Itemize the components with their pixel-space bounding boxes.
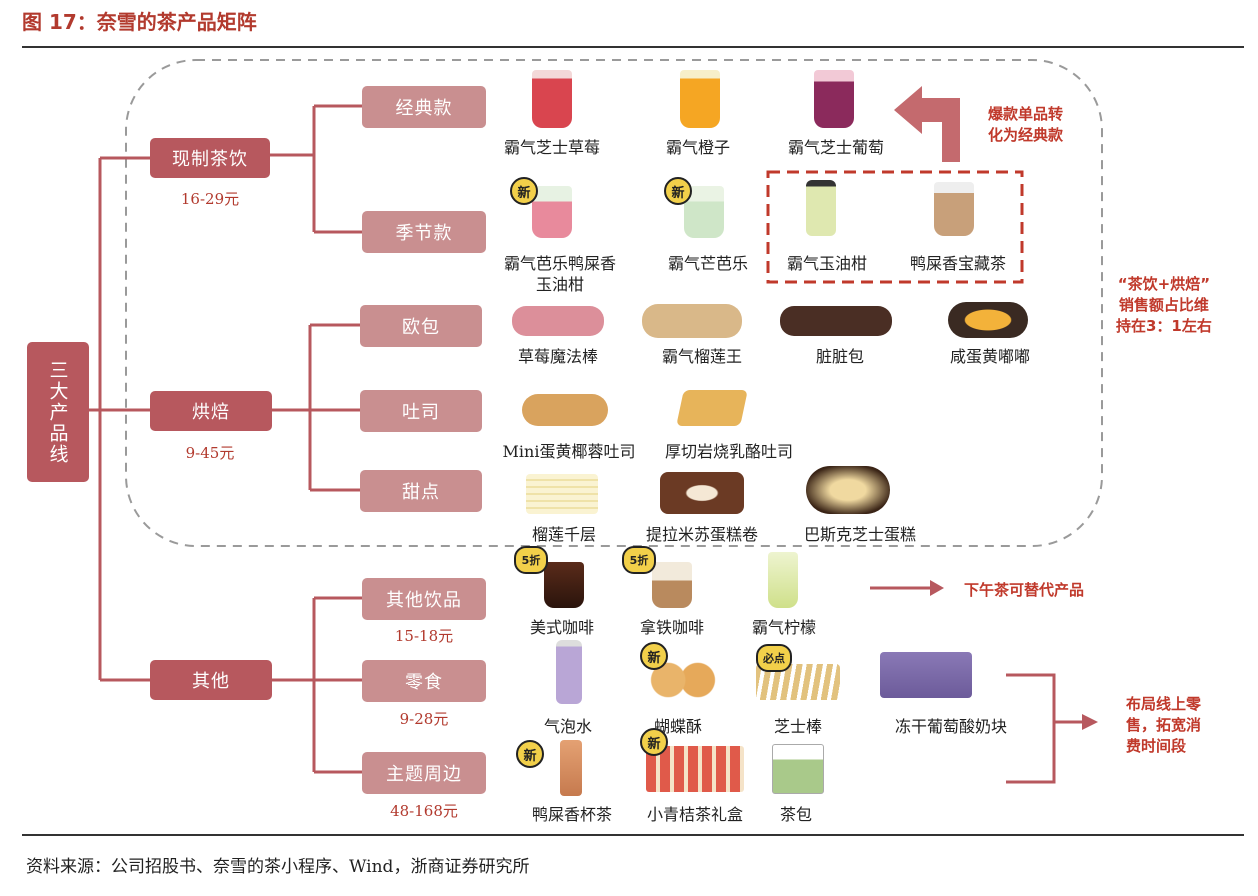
product-name: 榴莲千层 — [531, 525, 596, 544]
price-tea: 16-29元 — [180, 190, 240, 208]
product-image-tea-bag — [772, 744, 824, 794]
product-image-orange-tea — [680, 70, 720, 128]
product-name: 芝士棒 — [773, 717, 822, 736]
price-bakery: 9-45元 — [185, 444, 235, 462]
product-image-strawberry-tea — [532, 70, 572, 128]
product-name: 提拉米苏蛋糕卷 — [645, 525, 758, 544]
new-badge: 新 — [640, 642, 668, 670]
price-merch: 48-168元 — [390, 802, 458, 820]
bottom-divider — [22, 834, 1244, 836]
new-badge: 新 — [640, 728, 668, 756]
product-image-salted-egg-bun — [948, 302, 1028, 338]
line-tea: 现制茶饮 — [150, 138, 270, 178]
hit-products-dashed-box — [766, 170, 1024, 284]
product-name: 草莓魔法棒 — [517, 347, 598, 366]
product-image-cup-tea — [560, 740, 582, 796]
product-name: 霸气芭乐鸭屎香 玉油柑 — [503, 254, 616, 294]
hit-to-classic-arrow — [894, 86, 960, 162]
new-badge: 新 — [510, 177, 538, 205]
product-image-coconut-toast — [522, 394, 608, 426]
product-name: 脏脏包 — [815, 347, 864, 366]
product-image-grape-tea — [814, 70, 854, 128]
product-image-tiramisu-roll — [660, 472, 744, 514]
product-name: 茶包 — [779, 805, 812, 824]
product-image-americano — [544, 562, 584, 608]
product-name: 霸气玉油柑 — [786, 254, 867, 273]
discount-badge: 5折 — [622, 546, 656, 574]
note-hit-to-classic: 爆款单品转 化为经典款 — [988, 105, 1064, 144]
product-name: 厚切岩烧乳酪吐司 — [664, 442, 793, 461]
subcat-drinks: 其他饮品 — [362, 578, 486, 620]
product-name: Mini蛋黄椰蓉吐司 — [502, 442, 636, 461]
product-image-yuyougan-tea — [806, 180, 836, 236]
product-name: 霸气橙子 — [665, 138, 730, 157]
product-name: 咸蛋黄嘟嘟 — [949, 347, 1030, 366]
product-image-durian-bread — [642, 304, 742, 338]
subcat-merch: 主题周边 — [362, 752, 486, 794]
product-image-basque-cheesecake — [806, 466, 890, 514]
root-product-lines: 三大产品线 — [27, 342, 89, 482]
subcat-dessert: 甜点 — [360, 470, 482, 512]
product-name: 气泡水 — [543, 717, 592, 736]
note-online-retail: 布局线上零 售，拓宽消 费时间段 — [1126, 695, 1202, 755]
must-try-badge: 必点 — [756, 644, 792, 672]
product-name: 霸气芒芭乐 — [667, 254, 748, 273]
product-name: 霸气榴莲王 — [661, 347, 742, 366]
product-image-sparkling-water — [556, 640, 582, 704]
top-divider — [22, 46, 1244, 48]
product-image-dirty-bread — [780, 306, 892, 336]
subcat-snacks: 零食 — [362, 660, 486, 702]
new-badge: 新 — [664, 177, 692, 205]
product-name: 冻干葡萄酸奶块 — [894, 717, 1007, 736]
product-image-yashixiang-tea — [934, 182, 974, 236]
product-image-cheese-toast — [676, 390, 748, 426]
price-drinks: 15-18元 — [394, 627, 454, 645]
subcat-classic: 经典款 — [362, 86, 486, 128]
product-name: 美式咖啡 — [529, 618, 594, 637]
product-image-gift-box — [646, 746, 744, 792]
line-bakery: 烘焙 — [150, 391, 272, 431]
source-note: 资料来源：公司招股书、奈雪的茶小程序、Wind，浙商证券研究所 — [26, 857, 530, 877]
price-snacks: 9-28元 — [399, 710, 449, 728]
subcat-seasonal: 季节款 — [362, 211, 486, 253]
subcat-bread: 欧包 — [360, 305, 482, 347]
product-name: 拿铁咖啡 — [639, 618, 704, 637]
tea-bakery-dashed-outline — [125, 59, 1103, 547]
line-other: 其他 — [150, 660, 272, 700]
product-name: 霸气芝士草莓 — [503, 138, 600, 157]
product-image-strawberry-wand — [512, 306, 604, 336]
afternoon-arrow-head — [930, 580, 944, 596]
product-name: 蝴蝶酥 — [653, 717, 702, 736]
subcat-toast: 吐司 — [360, 390, 482, 432]
product-image-latte — [652, 562, 692, 608]
product-image-lemon-tea — [768, 552, 798, 608]
product-name: 霸气柠檬 — [751, 618, 816, 637]
product-name: 鸭屎香宝藏茶 — [909, 254, 1006, 273]
product-name: 巴斯克芝士蛋糕 — [803, 525, 916, 544]
product-name: 霸气芝士葡萄 — [787, 138, 884, 157]
product-image-guava-tea — [532, 186, 572, 238]
discount-badge: 5折 — [514, 546, 548, 574]
online-arrow-head — [1082, 714, 1098, 730]
product-name: 小青桔茶礼盒 — [646, 805, 743, 824]
note-tea-bakery-ratio: “茶饮+烘焙” 销售额占比维 持在3：1左右 — [1116, 275, 1212, 335]
product-name: 鸭屎香杯茶 — [531, 805, 612, 824]
product-image-durian-crepe — [526, 474, 598, 514]
new-badge: 新 — [516, 740, 544, 768]
figure-title: 图 17：奈雪的茶产品矩阵 — [22, 10, 257, 34]
note-afternoon-tea: 下午茶可替代产品 — [964, 581, 1085, 599]
product-image-grape-yogurt — [880, 652, 972, 698]
